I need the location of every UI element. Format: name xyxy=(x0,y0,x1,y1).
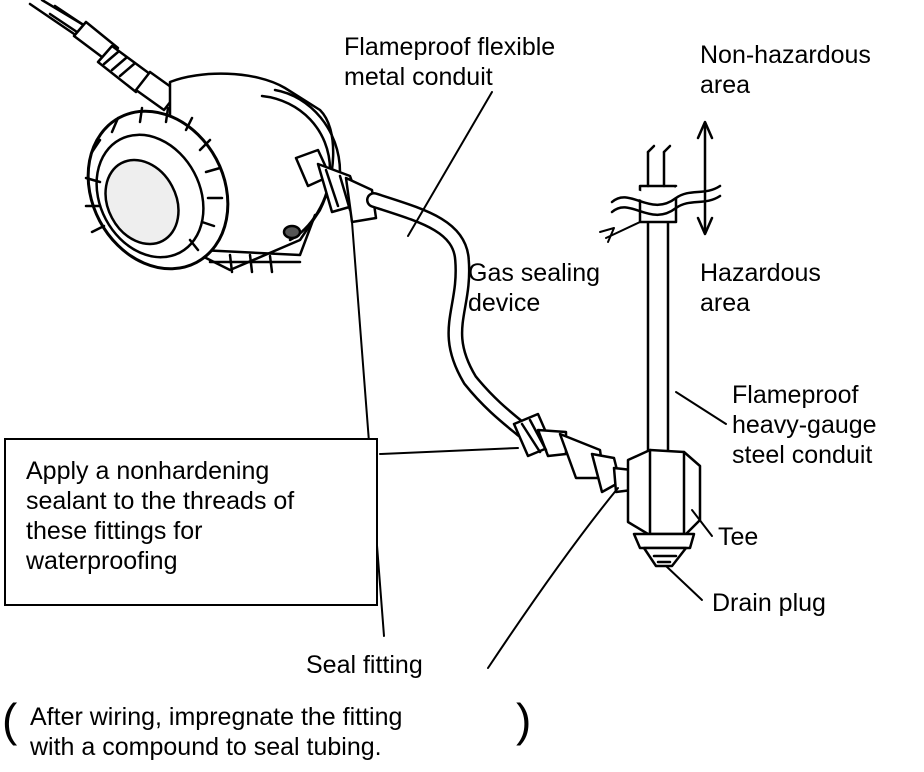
right-parenthesis: ) xyxy=(516,694,532,746)
tee-fitting xyxy=(626,448,702,568)
label-tee: Tee xyxy=(718,523,759,551)
sealant-note-box: Apply a nonhardening sealant to the thre… xyxy=(4,438,378,606)
label-flexible-conduit: Flameproof flexible metal conduit xyxy=(344,33,556,91)
label-seal-fitting: Seal fitting xyxy=(306,651,423,679)
incoming-cable xyxy=(28,0,180,112)
label-drain-plug: Drain plug xyxy=(712,589,826,617)
leader-lines xyxy=(351,91,727,669)
note-line: Apply a nonhardening xyxy=(26,457,270,485)
flexible-conduit xyxy=(366,192,530,438)
compound-note: After wiring, impregnate the fitting wit… xyxy=(30,703,403,761)
label-non-hazardous-area: Non-hazardous area xyxy=(700,41,871,99)
display-cover xyxy=(84,106,230,271)
steel-conduit xyxy=(608,144,724,452)
label-hazardous-area: Hazardous area xyxy=(700,259,821,317)
label-steel-conduit: Flameproof heavy-gauge steel conduit xyxy=(732,381,877,469)
seal-fitting-assembly xyxy=(512,412,634,494)
note-line: these fittings for xyxy=(26,517,203,545)
label-gas-sealing-device: Gas sealing device xyxy=(468,259,601,317)
note-line: sealant to the threads of xyxy=(26,487,295,515)
area-boundary-arrow xyxy=(696,120,714,236)
note-line: waterproofing xyxy=(26,547,178,575)
conduit-connector xyxy=(294,148,378,224)
left-parenthesis: ( xyxy=(2,694,18,746)
